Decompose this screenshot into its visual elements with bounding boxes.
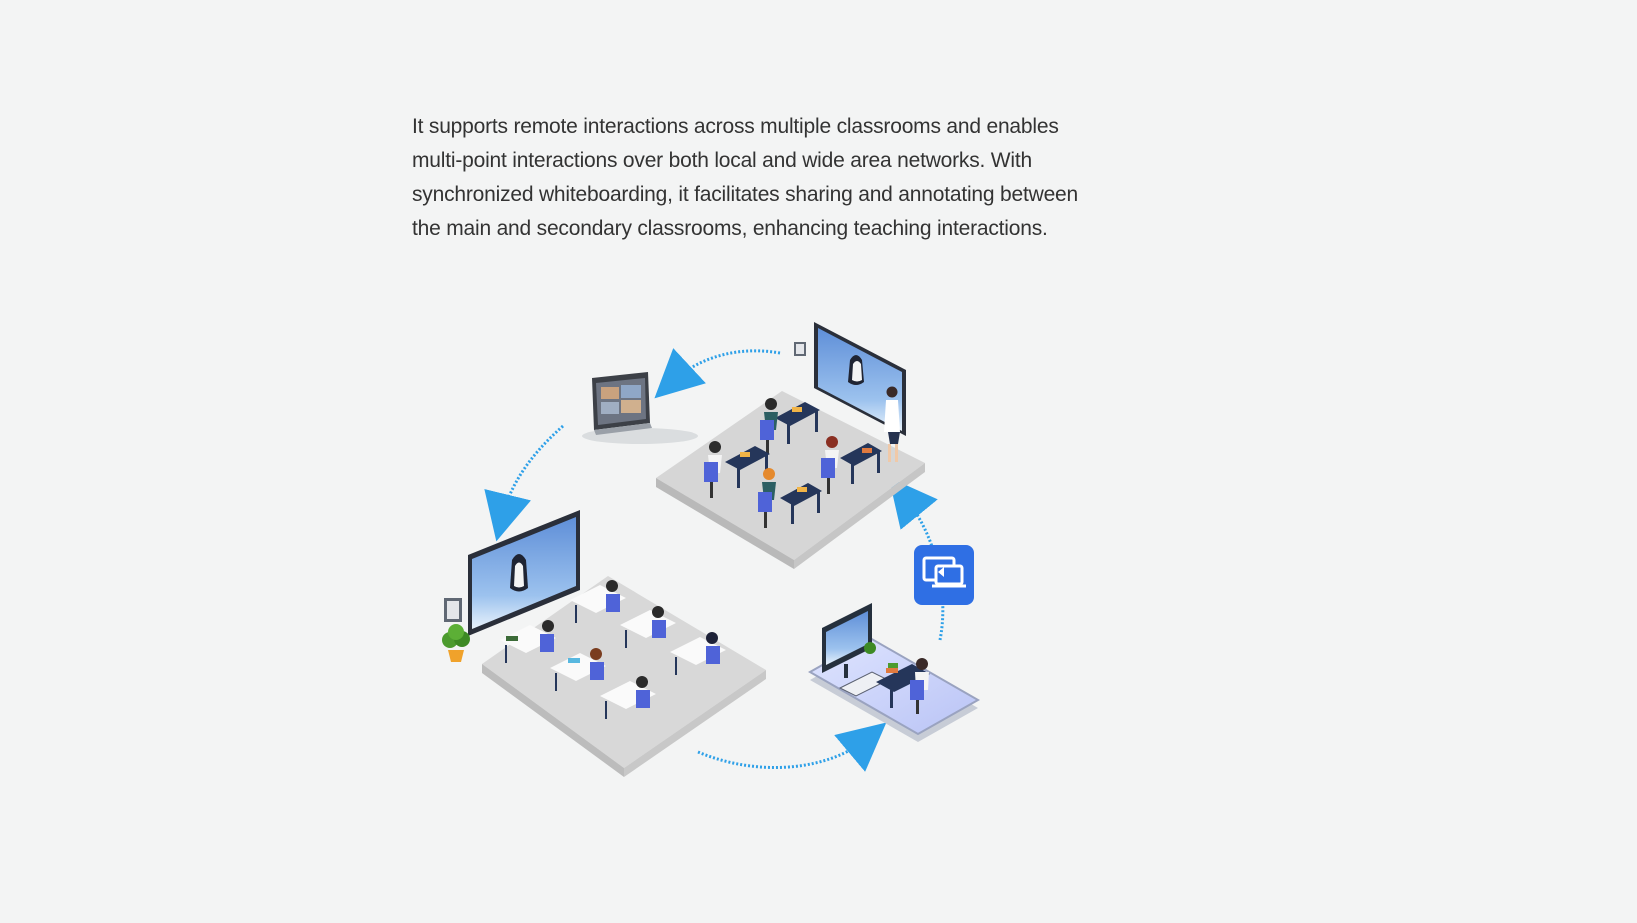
student-rows [500,580,726,719]
flow-arrows [484,348,945,772]
teacher-figure [884,386,900,462]
arrow-to-phone [697,722,887,772]
arrow-to-left-classroom [484,424,564,542]
intro-paragraph: It supports remote interactions across m… [412,115,1079,240]
home-learner-on-phone [807,603,981,742]
main-classroom [656,322,925,569]
arrow-to-tablet [654,348,781,399]
screen-share-icon [914,545,974,605]
arrow-to-main-classroom [888,477,945,641]
plant [442,624,470,662]
remote-classroom [442,510,766,777]
student-desk-group [704,398,882,528]
tablet-device [582,372,698,444]
